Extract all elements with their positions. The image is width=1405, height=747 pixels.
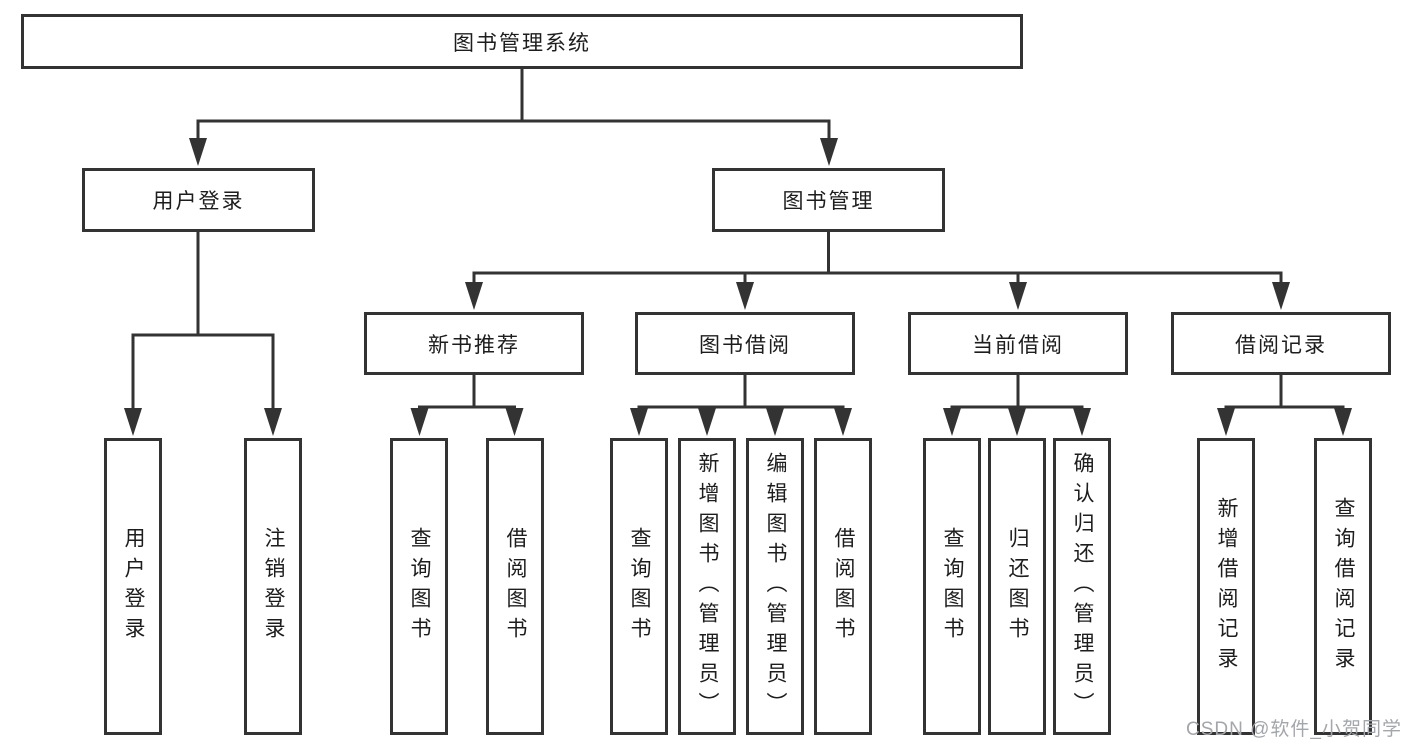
connector-borrow-children [637,375,845,412]
node-borrow-records: 借阅记录 [1171,312,1391,375]
connector-bookmgmt-to-level3 [472,232,1283,288]
leaf-confirm-return-admin-label: 确认归还（管理员） [1071,451,1094,722]
leaf-query-book-newbook: 查询图书 [390,438,448,735]
leaf-add-book-admin-label: 新增图书（管理员） [696,451,719,722]
leaf-borrow-book-borrow-label: 借阅图书 [832,526,855,647]
node-borrow-records-label: 借阅记录 [1235,333,1327,357]
node-book-management-label: 图书管理 [782,190,875,213]
leaf-borrow-book-newbook: 借阅图书 [486,438,544,735]
leaf-return-book-label: 归还图书 [1006,526,1029,647]
leaf-user-login: 用户登录 [104,438,162,735]
node-user-login: 用户登录 [82,168,315,232]
leaf-query-book-current: 查询图书 [923,438,981,735]
leaf-query-book-current-label: 查询图书 [941,526,964,647]
connector-root-to-level2 [196,69,831,142]
node-book-management: 图书管理 [712,168,945,232]
connector-newbook-children [418,375,516,412]
leaf-edit-book-admin: 编辑图书（管理员） [746,438,804,735]
leaf-borrow-book-newbook-label: 借阅图书 [504,526,527,647]
leaf-query-book-newbook-label: 查询图书 [408,526,431,647]
watermark: CSDN @软件_小贺同学 [1186,719,1402,740]
arrowheads-leaves [124,408,1352,436]
node-book-borrow: 图书借阅 [635,312,855,375]
leaf-add-book-admin: 新增图书（管理员） [678,438,736,735]
connector-current-children [950,375,1084,412]
leaf-return-book: 归还图书 [988,438,1046,735]
leaf-borrow-book-borrow: 借阅图书 [814,438,872,735]
leaf-logout-label: 注销登录 [262,526,285,647]
node-current-borrow-label: 当前借阅 [972,333,1064,357]
leaf-add-borrow-record: 新增借阅记录 [1197,438,1255,735]
leaf-query-book-borrow: 查询图书 [610,438,668,735]
leaf-confirm-return-admin: 确认归还（管理员） [1053,438,1111,735]
node-book-borrow-label: 图书借阅 [699,333,791,357]
node-root: 图书管理系统 [21,14,1023,69]
node-current-borrow: 当前借阅 [908,312,1128,375]
node-new-book-recommend: 新书推荐 [364,312,584,375]
leaf-query-borrow-record: 查询借阅记录 [1314,438,1372,735]
arrowheads-level2 [189,138,838,166]
connector-login-children [131,232,275,412]
leaf-query-book-borrow-label: 查询图书 [628,526,651,647]
connector-records-children [1224,375,1345,412]
leaf-edit-book-admin-label: 编辑图书（管理员） [764,451,787,722]
leaf-logout: 注销登录 [244,438,302,735]
node-user-login-label: 用户登录 [152,190,245,213]
node-new-book-recommend-label: 新书推荐 [428,333,520,357]
leaf-query-borrow-record-label: 查询借阅记录 [1332,496,1355,677]
leaf-add-borrow-record-label: 新增借阅记录 [1215,496,1238,677]
arrowheads-level3 [465,282,1290,310]
node-root-label: 图书管理系统 [453,31,591,55]
leaf-user-login-label: 用户登录 [122,526,145,647]
